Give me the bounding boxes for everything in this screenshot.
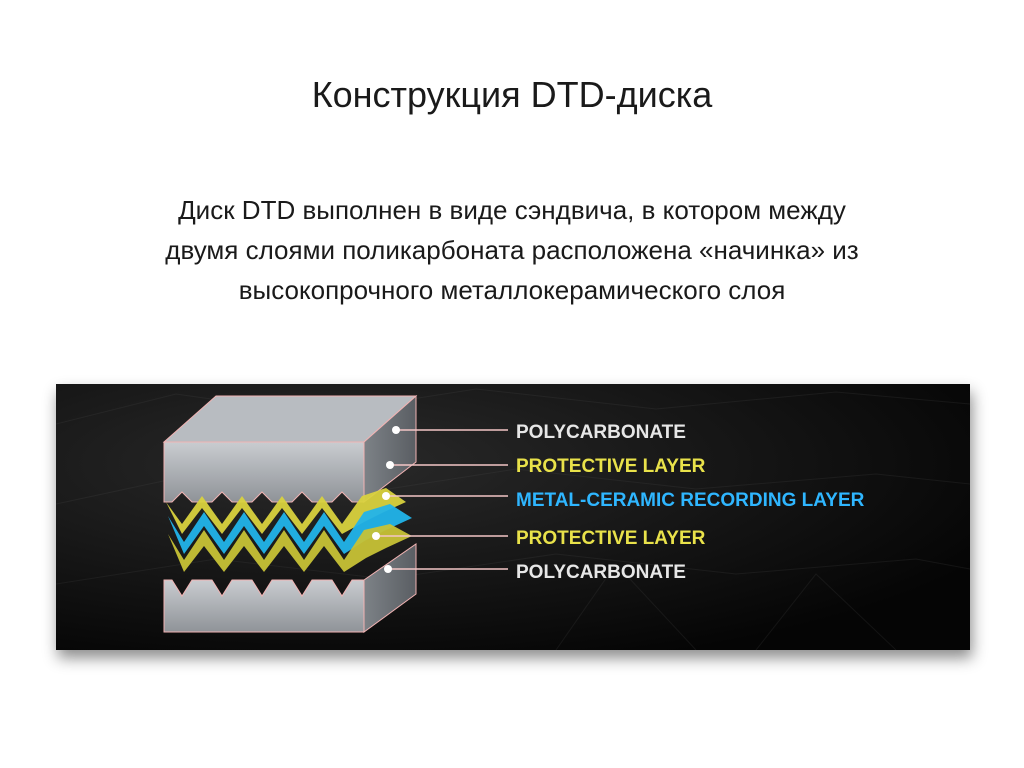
dtd-layer-diagram: POLYCARBONATE PROTECTIVE LAYER METAL-CER… [56, 384, 970, 650]
protective-layer-top-shape [166, 488, 406, 534]
top-polycarbonate-block [162, 394, 418, 504]
protective-layer-bottom-shape [168, 524, 412, 572]
bottom-polycarbonate-block [163, 543, 417, 633]
layer-diagram-svg: POLYCARBONATE PROTECTIVE LAYER METAL-CER… [56, 384, 970, 650]
layer-label-recording: METAL-CERAMIC RECORDING LAYER [516, 490, 865, 511]
body-line-3: высокопрочного металлокерамического слоя [238, 275, 786, 305]
body-line-2: двумя слоями поликарбоната расположена «… [165, 235, 859, 265]
layer-label-polycarbonate-bottom: POLYCARBONATE [516, 562, 686, 583]
recording-layer-shape [168, 504, 412, 554]
slide-body: Диск DTD выполнен в виде сэндвича, в кот… [90, 190, 934, 310]
slide-title: Конструкция DTD-диска [311, 74, 713, 115]
layer-label-protective-top: PROTECTIVE LAYER [516, 456, 706, 477]
leader-lines [372, 426, 508, 573]
layer-label-polycarbonate-top: POLYCARBONATE [516, 422, 686, 443]
layer-label-protective-bottom: PROTECTIVE LAYER [516, 528, 706, 549]
body-line-1: Диск DTD выполнен в виде сэндвича, в кот… [178, 195, 846, 225]
